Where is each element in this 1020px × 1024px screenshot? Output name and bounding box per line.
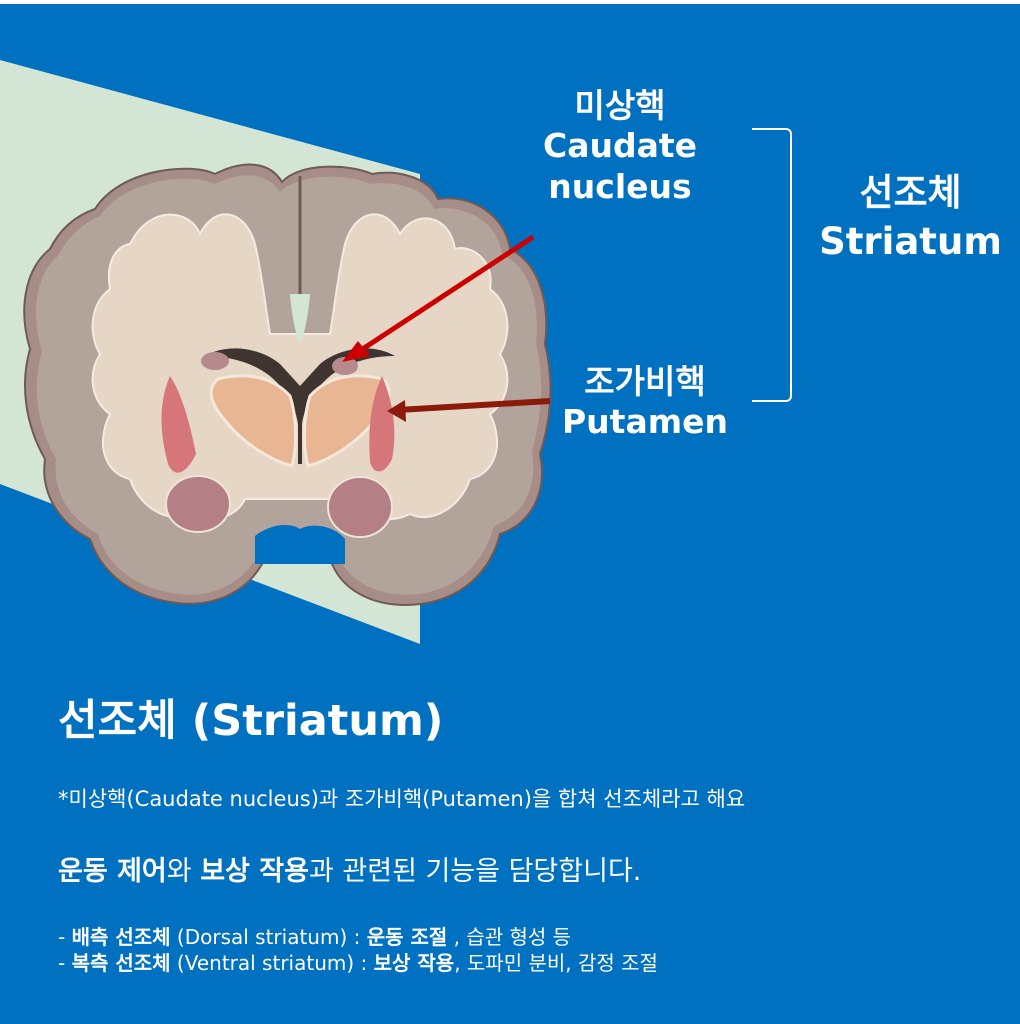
list-item: - 배측 선조체 (Dorsal striatum) : 운동 조절 , 습관 …	[58, 924, 658, 950]
caudate-nucleus-label: 미상핵 Caudate nucleus	[530, 86, 710, 207]
sentence-text: 과 관련된 기능을 담당합니다.	[308, 856, 642, 887]
ventral-rest: , 도파민 분비, 감정 조절	[454, 951, 658, 976]
footnote: *미상핵(Caudate nucleus)과 조가비핵(Putamen)을 합쳐…	[58, 787, 746, 811]
sentence-text: 와	[166, 856, 201, 887]
infographic-canvas: 미상핵 Caudate nucleus 조가비핵 Putamen 선조체 Str…	[0, 4, 1020, 1024]
main-sentence: 운동 제어와 보상 작용과 관련된 기능을 담당합니다.	[58, 849, 641, 888]
ventral-name: 복측 선조체	[71, 951, 171, 976]
list-bullet: -	[58, 925, 72, 949]
brain-coronal-section-illustration	[23, 163, 552, 606]
putamen-en: Putamen	[562, 402, 728, 442]
caudate-ko: 미상핵	[574, 86, 666, 125]
dorsal-latin: (Dorsal striatum) :	[170, 925, 367, 949]
ventral-role: 보상 작용	[373, 951, 455, 976]
list-bullet: -	[58, 951, 72, 976]
grouping-bracket	[752, 128, 792, 402]
motor-control-bold: 운동 제어	[58, 856, 167, 887]
dorsal-rest: , 습관 형성 등	[447, 925, 572, 949]
subdivision-list: - 배측 선조체 (Dorsal striatum) : 운동 조절 , 습관 …	[58, 924, 658, 977]
list-item: - 복측 선조체 (Ventral striatum) : 보상 작용, 도파민…	[58, 950, 658, 976]
section-title: 선조체 (Striatum)	[58, 696, 444, 746]
caudate-en-line1: Caudate	[542, 126, 698, 166]
ventral-latin: (Ventral striatum) :	[170, 951, 374, 976]
dorsal-name: 배측 선조체	[71, 925, 171, 949]
putamen-label: 조가비핵 Putamen	[540, 362, 750, 443]
dorsal-role: 운동 조절	[366, 925, 448, 949]
caudate-en-line2: nucleus	[548, 166, 692, 206]
striatum-ko: 선조체	[859, 171, 962, 214]
striatum-en: Striatum	[819, 219, 1002, 263]
reward-bold: 보상 작용	[200, 856, 309, 887]
putamen-ko: 조가비핵	[584, 362, 706, 401]
striatum-label: 선조체 Striatum	[808, 169, 1013, 267]
